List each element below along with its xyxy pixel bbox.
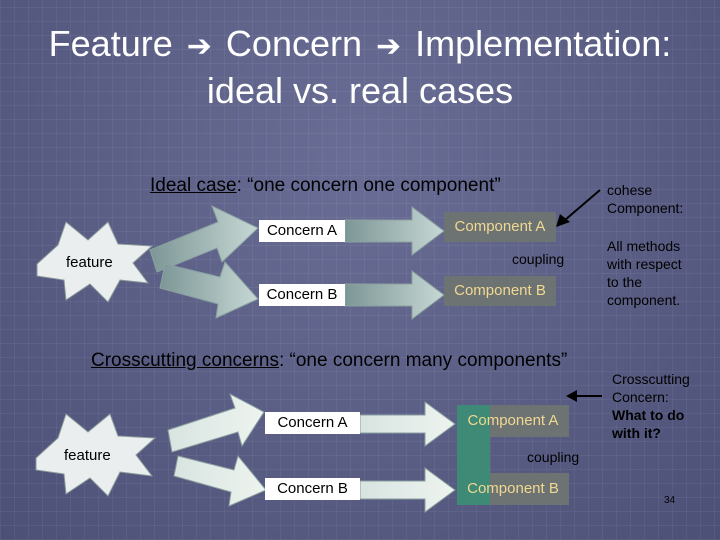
concern-a-to-component-arrow xyxy=(344,206,445,256)
feature-burst-shape-2 xyxy=(35,413,157,497)
slide-title: Feature ➔ Concern ➔ Implementation: idea… xyxy=(0,22,720,113)
note-line: with respect xyxy=(607,256,682,272)
note-line: with it? xyxy=(612,425,661,441)
feature-to-concern-a-arrow xyxy=(149,205,259,273)
note-line: Concern: xyxy=(612,389,669,405)
crosscutting-heading-rest: : “one concern many components” xyxy=(278,350,568,371)
concern-a-box: Concern A xyxy=(259,220,345,242)
concern-b-to-component-arrow xyxy=(344,270,445,320)
coupling-label-2: coupling xyxy=(527,449,580,465)
arrow-icon: ➔ xyxy=(376,30,402,63)
concern-a-to-component-arrow-2 xyxy=(359,401,456,447)
component-a-box: Component A xyxy=(444,212,556,242)
note-line: cohese xyxy=(607,182,653,198)
note-line: component. xyxy=(607,292,681,308)
component-a-box-2-fill xyxy=(490,405,569,437)
note-line: Component: xyxy=(607,200,684,216)
page-number: 34 xyxy=(664,495,676,506)
feature-to-concern-b-arrow xyxy=(159,261,259,319)
note-line: to the xyxy=(607,274,643,290)
note-line: All methods xyxy=(607,238,681,254)
feature-burst-shape xyxy=(36,221,154,303)
note-line: Crosscutting xyxy=(612,371,690,387)
ideal-case-heading: Ideal case: “one concern one component” xyxy=(150,175,501,197)
component-b-box: Component B xyxy=(444,276,556,306)
crosscutting-link-text: Crosscutting concerns xyxy=(91,350,279,371)
callout-line xyxy=(564,189,601,221)
coupling-label: coupling xyxy=(512,251,565,267)
component-a-box-2: Component A xyxy=(467,412,559,429)
feature-to-concern-b-arrow-2 xyxy=(173,454,267,507)
concern-b-box: Concern B xyxy=(259,284,345,306)
callout-arrowhead-icon-2 xyxy=(566,390,577,402)
concern-a-box-2: Concern A xyxy=(265,412,360,434)
title-concern: Concern xyxy=(225,23,362,64)
title-implementation: Implementation: xyxy=(415,23,672,64)
feature-label-2: feature xyxy=(64,447,111,464)
cohese-note: cohese Component: xyxy=(607,181,683,217)
concern-b-box-2: Concern B xyxy=(265,478,360,500)
arrow-icon: ➔ xyxy=(186,30,212,63)
crosscutting-band xyxy=(457,405,490,505)
note-line: What to do xyxy=(612,407,685,423)
concern-b-to-component-arrow-2 xyxy=(359,467,456,513)
crosscutting-heading: Crosscutting concerns: “one concern many… xyxy=(91,350,567,372)
methods-note: All methods with respect to the componen… xyxy=(607,237,682,309)
component-b-box-2: Component B xyxy=(467,480,559,497)
component-b-box-2-fill xyxy=(490,473,569,505)
title-feature: Feature xyxy=(48,23,173,64)
ideal-case-heading-rest: : “one concern one component” xyxy=(236,175,501,196)
title-line-1: Feature ➔ Concern ➔ Implementation: xyxy=(0,22,720,69)
crosscutting-note: Crosscutting Concern: What to do with it… xyxy=(612,370,690,442)
ideal-case-link-text: Ideal case xyxy=(150,175,237,196)
feature-label: feature xyxy=(66,254,113,271)
title-line-2: ideal vs. real cases xyxy=(206,70,514,111)
callout-arrowhead-icon xyxy=(556,214,570,227)
feature-to-concern-a-arrow-2 xyxy=(167,392,265,453)
